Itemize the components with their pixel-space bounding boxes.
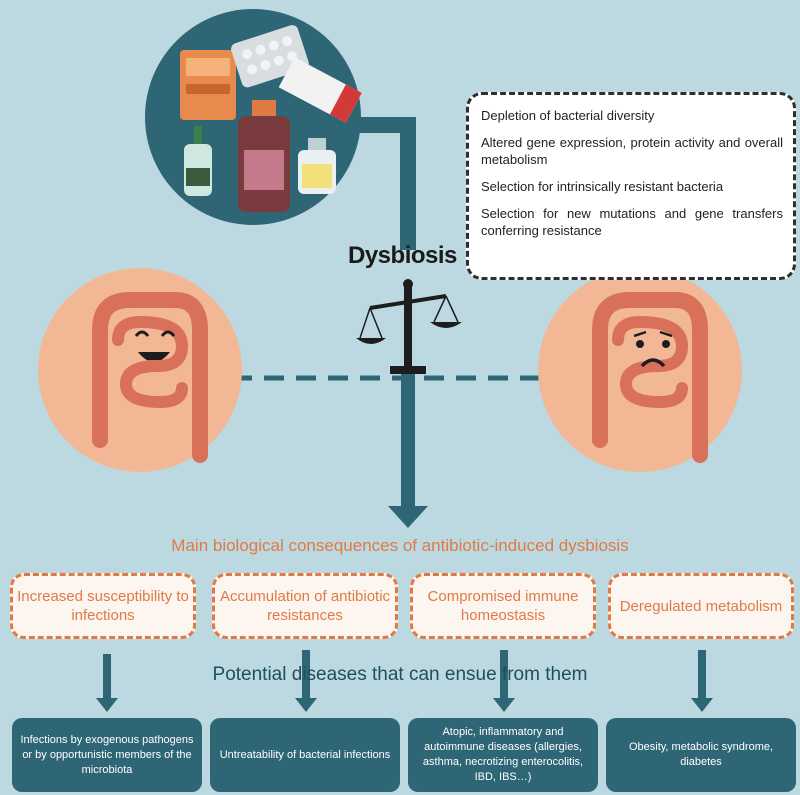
consequence-connectors <box>96 650 713 712</box>
consequence-box: Deregulated metabolism <box>608 573 794 639</box>
consequence-box: Compromised immune homeostasis <box>410 573 596 639</box>
sad-gut-icon <box>538 268 742 472</box>
callout-item: Altered gene expression, protein activit… <box>481 135 783 167</box>
disease-box: Atopic, inflammatory and autoimmune dise… <box>408 718 598 792</box>
balance-scale-icon <box>356 279 462 374</box>
disease-box: Obesity, metabolic syndrome, diabetes <box>606 718 796 792</box>
callout-item: Selection for intrinsically resistant ba… <box>481 179 724 194</box>
consequences-title: Main biological consequences of antibiot… <box>171 536 629 555</box>
diseases-title: Potential diseases that can ensue from t… <box>212 664 588 685</box>
dysbiosis-label: Dysbiosis <box>348 242 457 269</box>
dysbiosis-effects-callout: Depletion of bacterial diversity Altered… <box>466 92 796 280</box>
arrow-down-icon <box>388 506 428 528</box>
disease-box: Untreatability of bacterial infections <box>210 718 400 792</box>
medicine-bottles-icon <box>145 9 362 225</box>
callout-item: Selection for new mutations and gene tra… <box>481 206 783 238</box>
disease-box: Infections by exogenous pathogens or by … <box>12 718 202 792</box>
consequence-box: Accumulation of antibiotic resistances <box>212 573 398 639</box>
happy-gut-icon <box>38 268 242 472</box>
callout-item: Depletion of bacterial diversity <box>481 108 655 123</box>
consequence-box: Increased susceptibility to infections <box>10 573 196 639</box>
